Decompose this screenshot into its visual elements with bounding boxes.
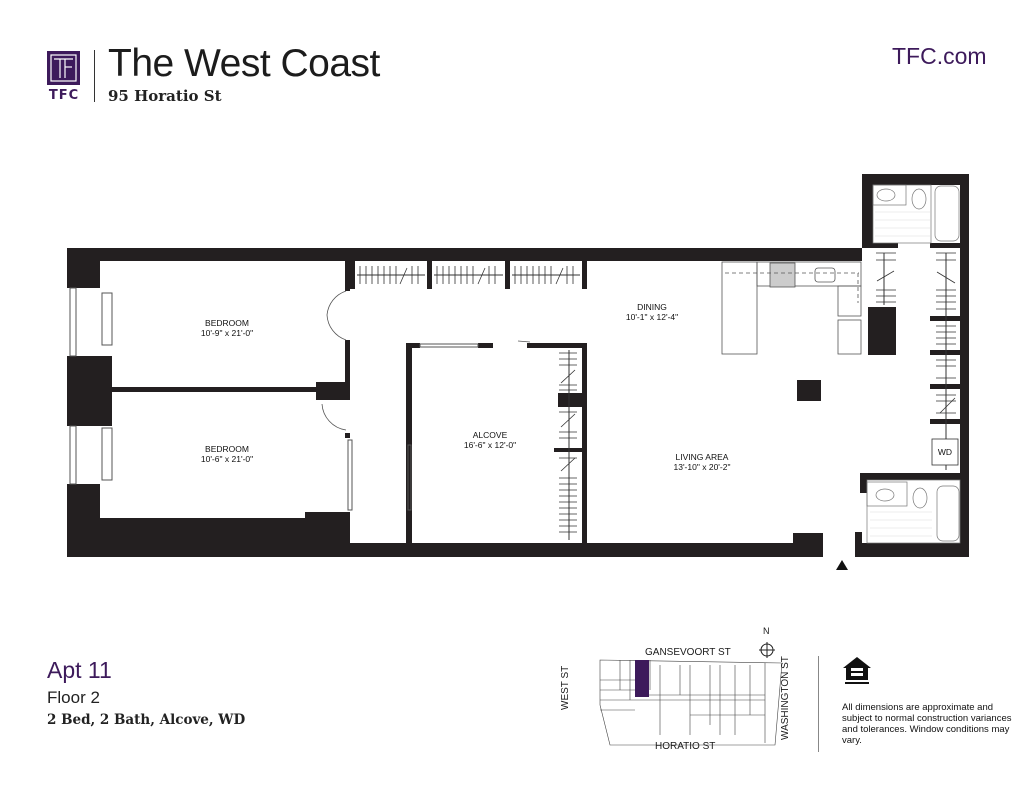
equal-housing-opportunity-icon xyxy=(843,657,871,684)
apartment-number: Apt 11 xyxy=(47,657,112,683)
building-title: The West Coast xyxy=(108,42,380,85)
header-divider xyxy=(94,50,95,102)
legal-divider xyxy=(818,656,819,752)
street-horatio: HORATIO ST xyxy=(655,741,716,752)
logo-text: TFC xyxy=(48,88,80,103)
tfc-monogram-icon xyxy=(50,54,77,82)
tfc-logo-mark xyxy=(47,51,80,85)
unit-location-highlight xyxy=(635,660,649,697)
north-compass-icon xyxy=(759,642,775,658)
website-link[interactable]: TFC.com xyxy=(892,43,987,69)
street-gansevoort: GANSEVOORT ST xyxy=(645,647,731,658)
building-address: 95 Horatio St xyxy=(108,87,222,105)
street-washington: WASHINGTON ST xyxy=(780,656,791,740)
north-label: N xyxy=(763,626,770,636)
washer-dryer xyxy=(931,438,959,466)
wd-label: WD xyxy=(937,447,953,457)
disclaimer-text: All dimensions are approximate and subje… xyxy=(842,702,1012,746)
floor-number: Floor 2 xyxy=(47,688,100,707)
key-map xyxy=(599,659,783,746)
entry-arrow-icon xyxy=(836,560,848,570)
street-west: WEST ST xyxy=(560,665,571,710)
unit-specs: 2 Bed, 2 Bath, Alcove, WD xyxy=(47,712,246,728)
